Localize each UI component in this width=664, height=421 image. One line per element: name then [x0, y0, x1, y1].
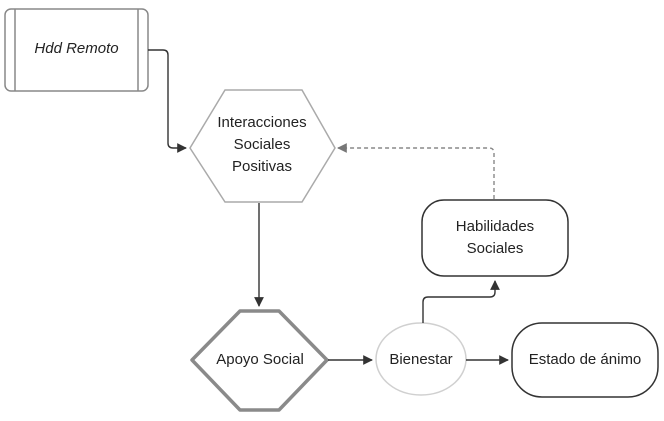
node-interacciones-hexagon	[189, 89, 336, 203]
node-estado-box	[511, 322, 659, 398]
edge-bienestar-to-habilidades	[422, 280, 500, 323]
node-hdd-remoto	[4, 8, 149, 92]
edge-habilidades-to-interacciones-dashed	[337, 143, 495, 199]
node-habilidades-box	[421, 199, 569, 277]
node-apoyo-diamond	[190, 309, 329, 412]
node-bienestar-circle	[375, 322, 467, 396]
edge-hdd-to-interacciones	[148, 49, 187, 153]
